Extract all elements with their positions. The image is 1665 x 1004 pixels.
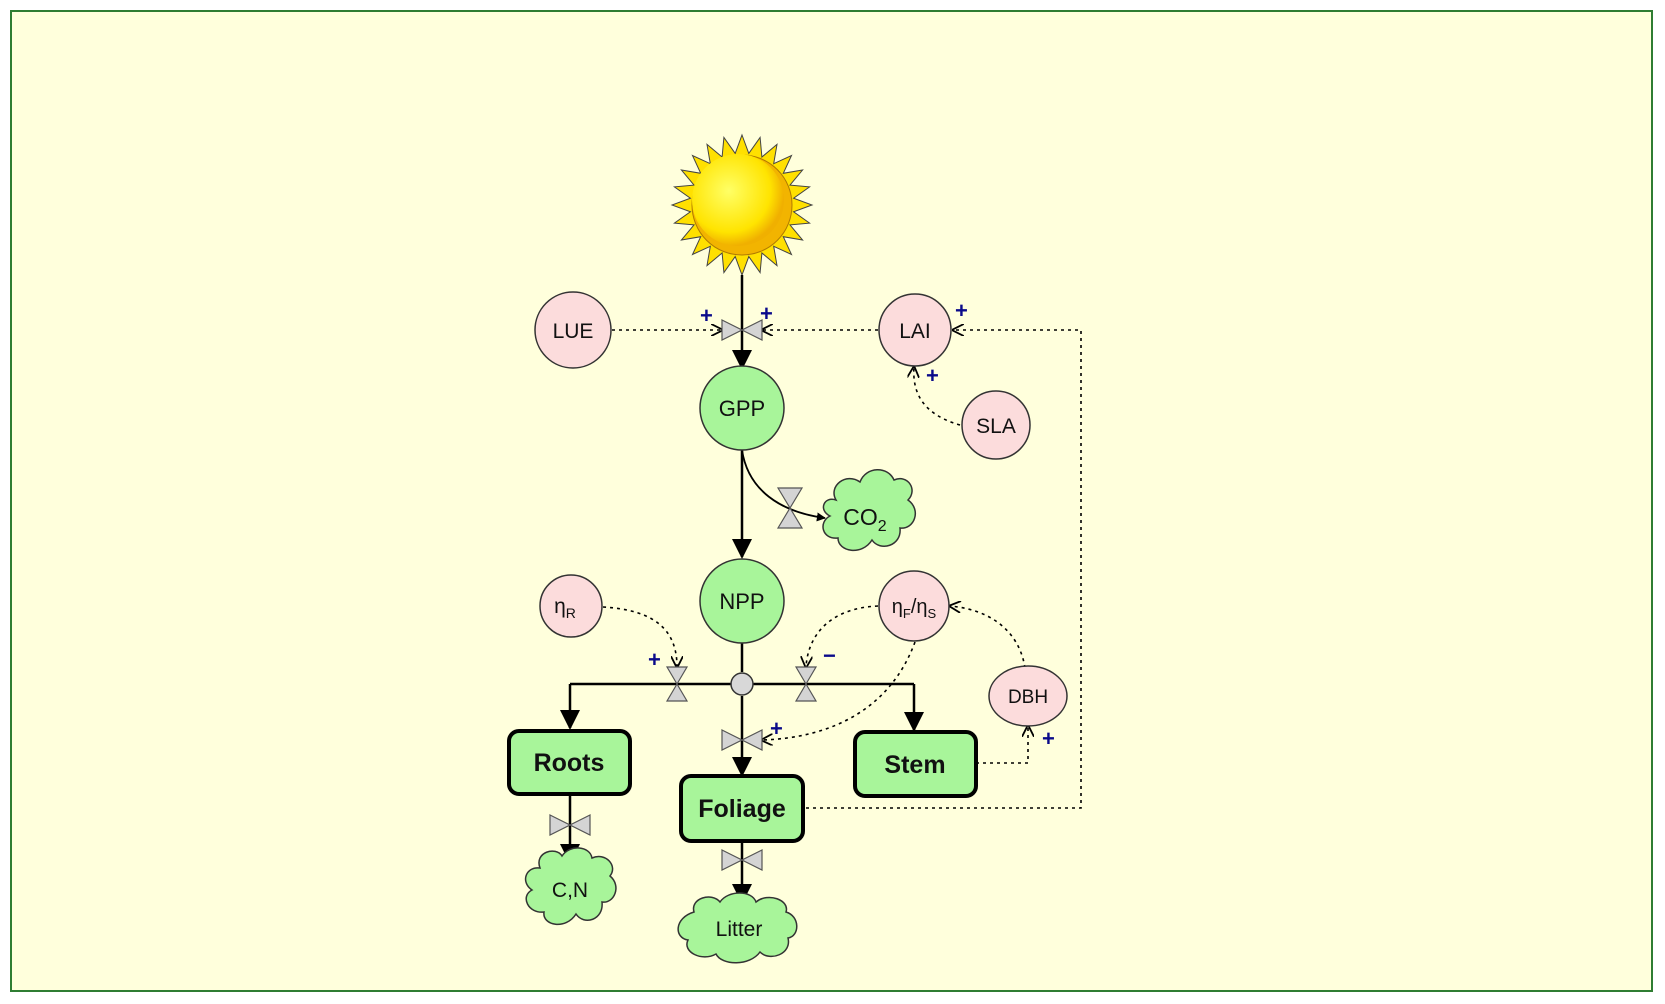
cloud-cn-label: C,N <box>552 879 588 902</box>
aux-eta-fs-label: ηF/ηS <box>892 596 937 621</box>
aux-dbh-label: DBH <box>1008 687 1048 708</box>
link-sla-lai <box>914 367 961 426</box>
sign-lai-in-plus: + <box>955 298 968 323</box>
stock-stem: Stem <box>853 730 978 798</box>
flow-npp: NPP <box>699 558 785 644</box>
cloud-cn: C,N <box>524 847 617 925</box>
valve-icon <box>721 729 763 751</box>
cloud-co2-label: CO2 <box>843 504 887 535</box>
valves <box>549 319 818 871</box>
sign-sla-plus: + <box>926 363 939 388</box>
stock-roots-label: Roots <box>534 749 605 777</box>
link-dbh-eta-fs <box>950 606 1026 669</box>
cloud-co2: CO2 <box>822 469 917 551</box>
aux-sla: SLA <box>961 390 1031 460</box>
valve-icon <box>776 487 804 529</box>
link-stem-dbh <box>976 726 1028 764</box>
cloud-litter: Litter <box>677 892 798 964</box>
sun-icon <box>670 133 814 277</box>
sign-eta-r-plus: + <box>648 647 661 672</box>
flow-gpp: GPP <box>699 365 785 451</box>
flow-npp-label: NPP <box>719 589 764 614</box>
cloud-icon <box>524 847 617 925</box>
flow-lines <box>560 275 924 904</box>
sign-lue-plus: + <box>700 303 713 328</box>
flow-gpp-label: GPP <box>719 396 765 421</box>
flow-gpp-co2 <box>741 449 826 522</box>
link-eta-r-valve <box>602 606 677 667</box>
valve-icon <box>549 814 591 836</box>
stock-foliage: Foliage <box>679 774 805 843</box>
eta-r-symbol: η <box>554 595 566 618</box>
link-eta-fs-foliage-valve <box>762 641 916 740</box>
sign-dbh-plus: + <box>1042 726 1055 751</box>
valve-icon <box>721 319 763 341</box>
influence-lines <box>602 330 1082 809</box>
aux-eta-r-label: ηR <box>554 595 576 621</box>
link-eta-fs-stem-valve <box>806 605 879 667</box>
aux-dbh: DBH <box>988 665 1068 727</box>
aux-lai: LAI <box>878 293 952 367</box>
cloud-icon <box>822 469 917 551</box>
junction-icon <box>730 672 754 696</box>
valve-icon <box>721 849 763 871</box>
aux-eta-r: ηR <box>539 574 603 638</box>
link-foliage-lai <box>806 330 1082 809</box>
aux-lue-label: LUE <box>553 320 594 343</box>
aux-lai-label: LAI <box>899 320 931 343</box>
cloud-icon <box>677 892 798 964</box>
aux-eta-fs: ηF/ηS <box>878 570 950 642</box>
eta-r-subscript: R <box>566 605 576 621</box>
eta-s-symbol: /η <box>911 596 928 618</box>
polarity-signs: + + + + + − + + <box>648 298 1055 751</box>
aux-lue: LUE <box>534 291 612 369</box>
valve-icon <box>665 666 689 702</box>
co2-text: CO <box>843 504 878 530</box>
aux-sla-label: SLA <box>976 415 1016 438</box>
stock-roots: Roots <box>507 729 632 796</box>
valve-icon <box>794 666 818 702</box>
cloud-litter-label: Litter <box>716 918 763 941</box>
co2-subscript: 2 <box>878 518 887 535</box>
eta-f-subscript: F <box>903 606 911 621</box>
sign-lai-plus: + <box>760 301 773 326</box>
stock-foliage-label: Foliage <box>698 795 786 823</box>
eta-f-symbol: η <box>892 596 903 618</box>
eta-s-subscript: S <box>928 606 937 621</box>
sign-stem-minus: − <box>823 643 836 668</box>
sign-foliage-plus: + <box>770 716 783 741</box>
stock-stem-label: Stem <box>884 751 945 779</box>
